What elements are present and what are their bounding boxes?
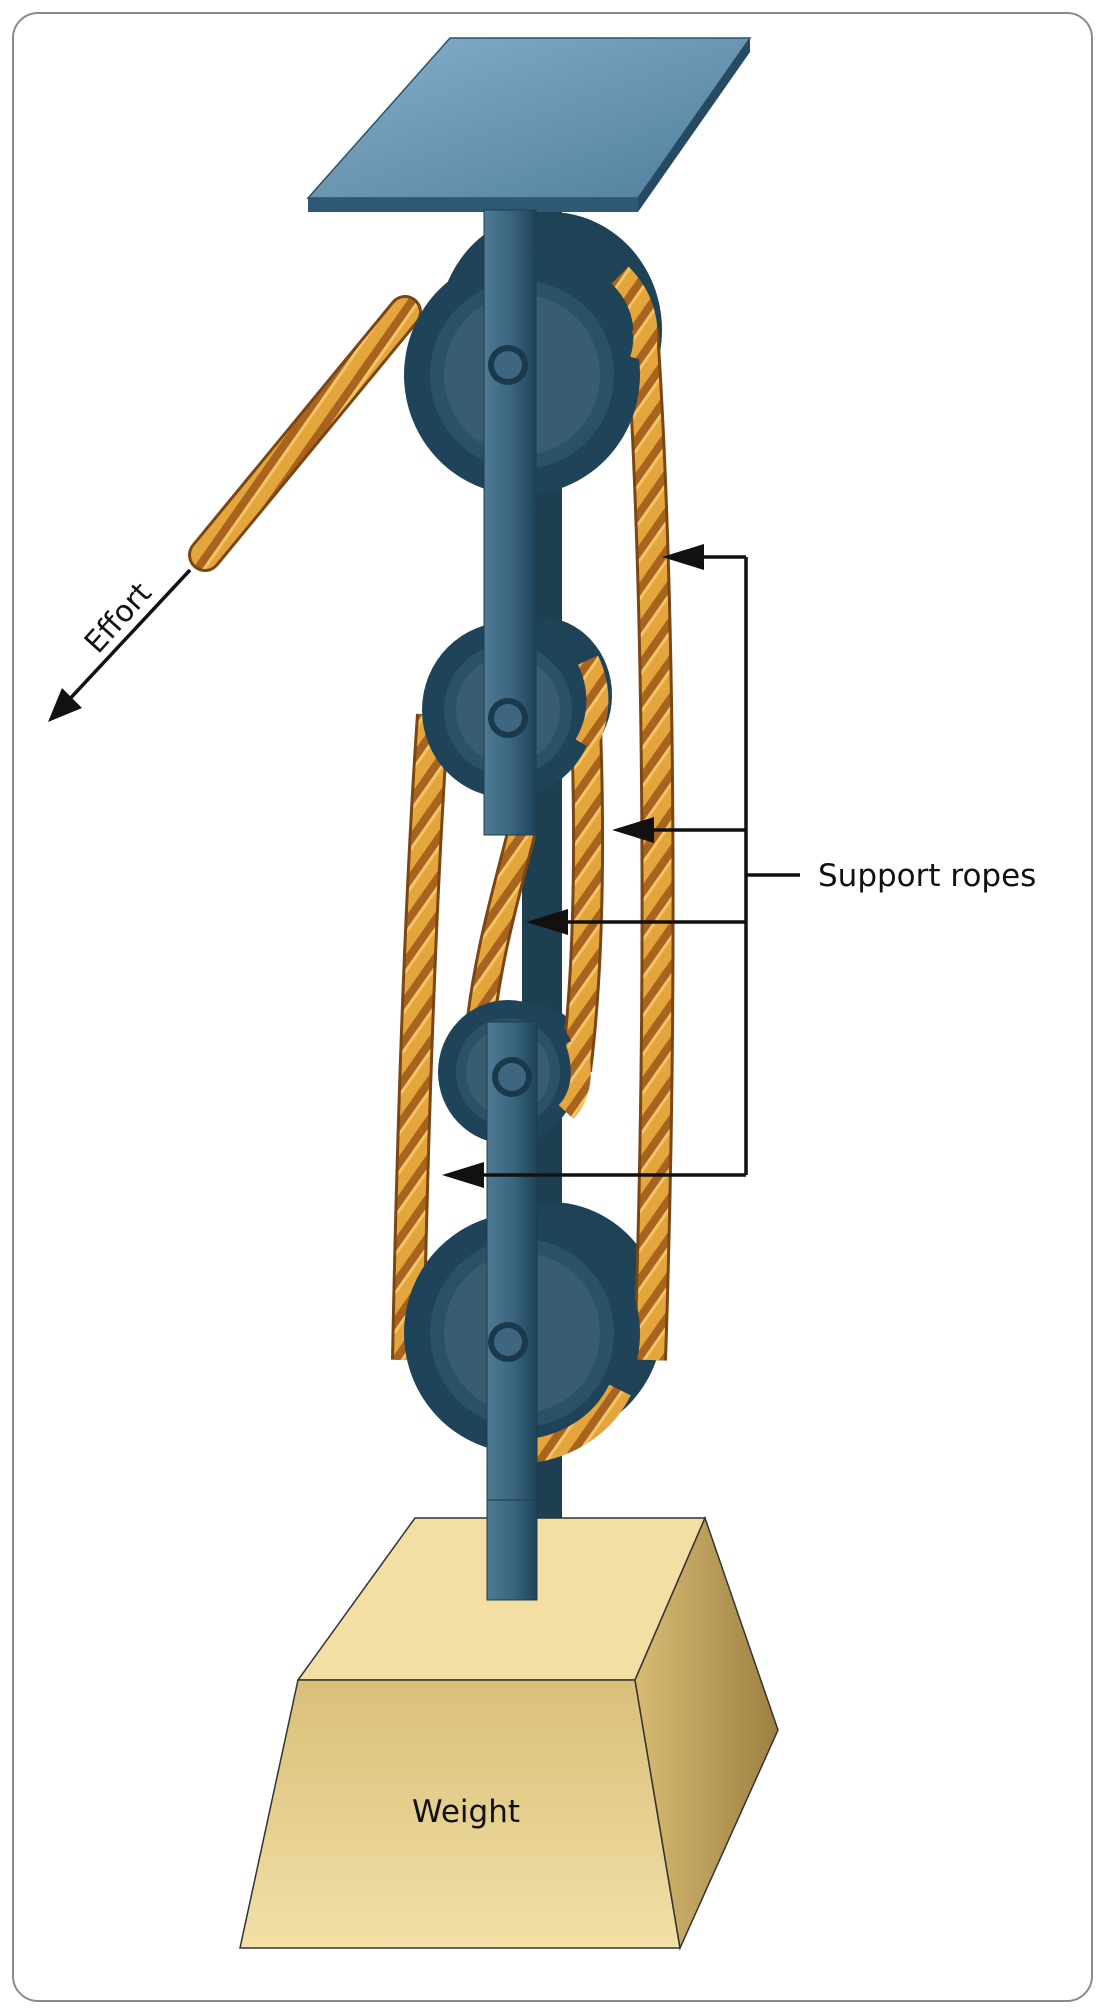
strap-into-weight — [486, 1499, 538, 1601]
support-ropes-label: Support ropes — [818, 858, 1036, 894]
support-rope-1 — [628, 329, 672, 1361]
weight-label: Weight — [412, 1794, 520, 1830]
rope-wrap-top — [611, 266, 658, 364]
effort-arrowhead — [48, 688, 82, 722]
axle-bolt-third — [492, 1057, 532, 1097]
upper-strap — [483, 209, 537, 836]
arrow-rope-1 — [662, 544, 704, 570]
support-rope-2 — [563, 699, 602, 1072]
axle-bolt-top — [488, 345, 528, 385]
arrow-rope-2 — [612, 817, 654, 843]
support-ropes-callout — [442, 544, 800, 1188]
arrow-rope-3 — [526, 909, 568, 935]
axle-bolt-bottom — [488, 1322, 528, 1362]
effort-rope — [191, 298, 419, 569]
arrow-rope-4 — [442, 1162, 484, 1188]
rope-wrap-second — [575, 655, 609, 751]
ceiling-plate — [306, 37, 752, 212]
support-rope-4 — [394, 714, 447, 1361]
rope-wrap-third — [558, 1036, 591, 1119]
axle-bolt-second — [488, 698, 528, 738]
effort-arrow — [50, 568, 192, 720]
